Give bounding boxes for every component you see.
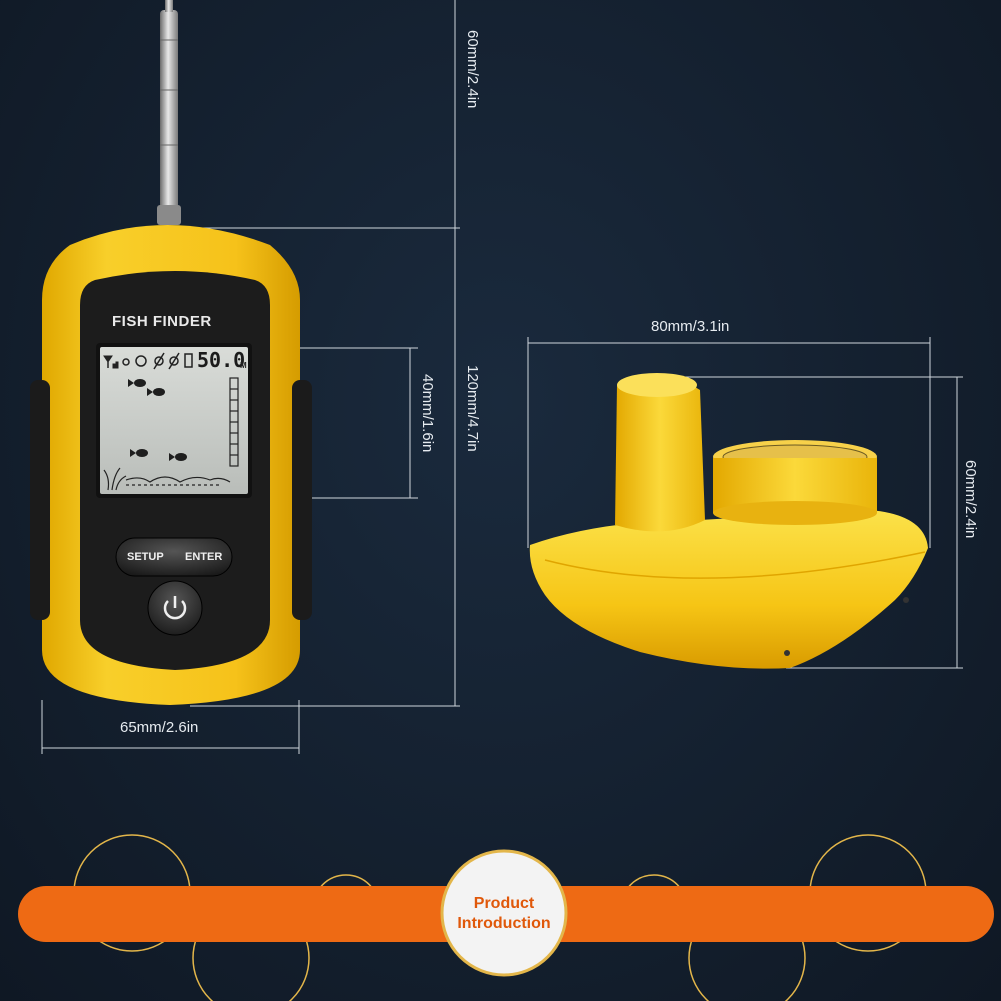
- setup-enter-rocker: [115, 537, 233, 577]
- brand-label: FISH FINDER: [112, 313, 212, 330]
- antenna: [157, 0, 181, 225]
- depth-reading: 50.0: [197, 348, 246, 372]
- depth-unit: M: [240, 361, 247, 370]
- banner-badge: [440, 849, 568, 977]
- lcd-status-icons: [103, 352, 193, 370]
- right-grip: [292, 380, 312, 620]
- device-width-label: 65mm/2.6in: [120, 719, 199, 736]
- lcd-fish-marks: [128, 379, 187, 461]
- enter-button[interactable]: ENTER: [185, 551, 223, 563]
- banner-line-2: Introduction: [457, 915, 551, 932]
- sensor-tower: [615, 375, 705, 532]
- banner-title: Product Introduction: [444, 894, 564, 934]
- banner-line-1: Product: [473, 895, 535, 912]
- setup-button[interactable]: SETUP: [127, 551, 164, 563]
- lcd-strength-bar: [229, 377, 239, 467]
- lcd-bottom-weeds: [103, 467, 231, 491]
- power-icon: [163, 596, 187, 620]
- sensor-hull: [529, 510, 928, 669]
- left-grip: [30, 380, 50, 620]
- sensor-width-label: 80mm/3.1in: [651, 318, 730, 335]
